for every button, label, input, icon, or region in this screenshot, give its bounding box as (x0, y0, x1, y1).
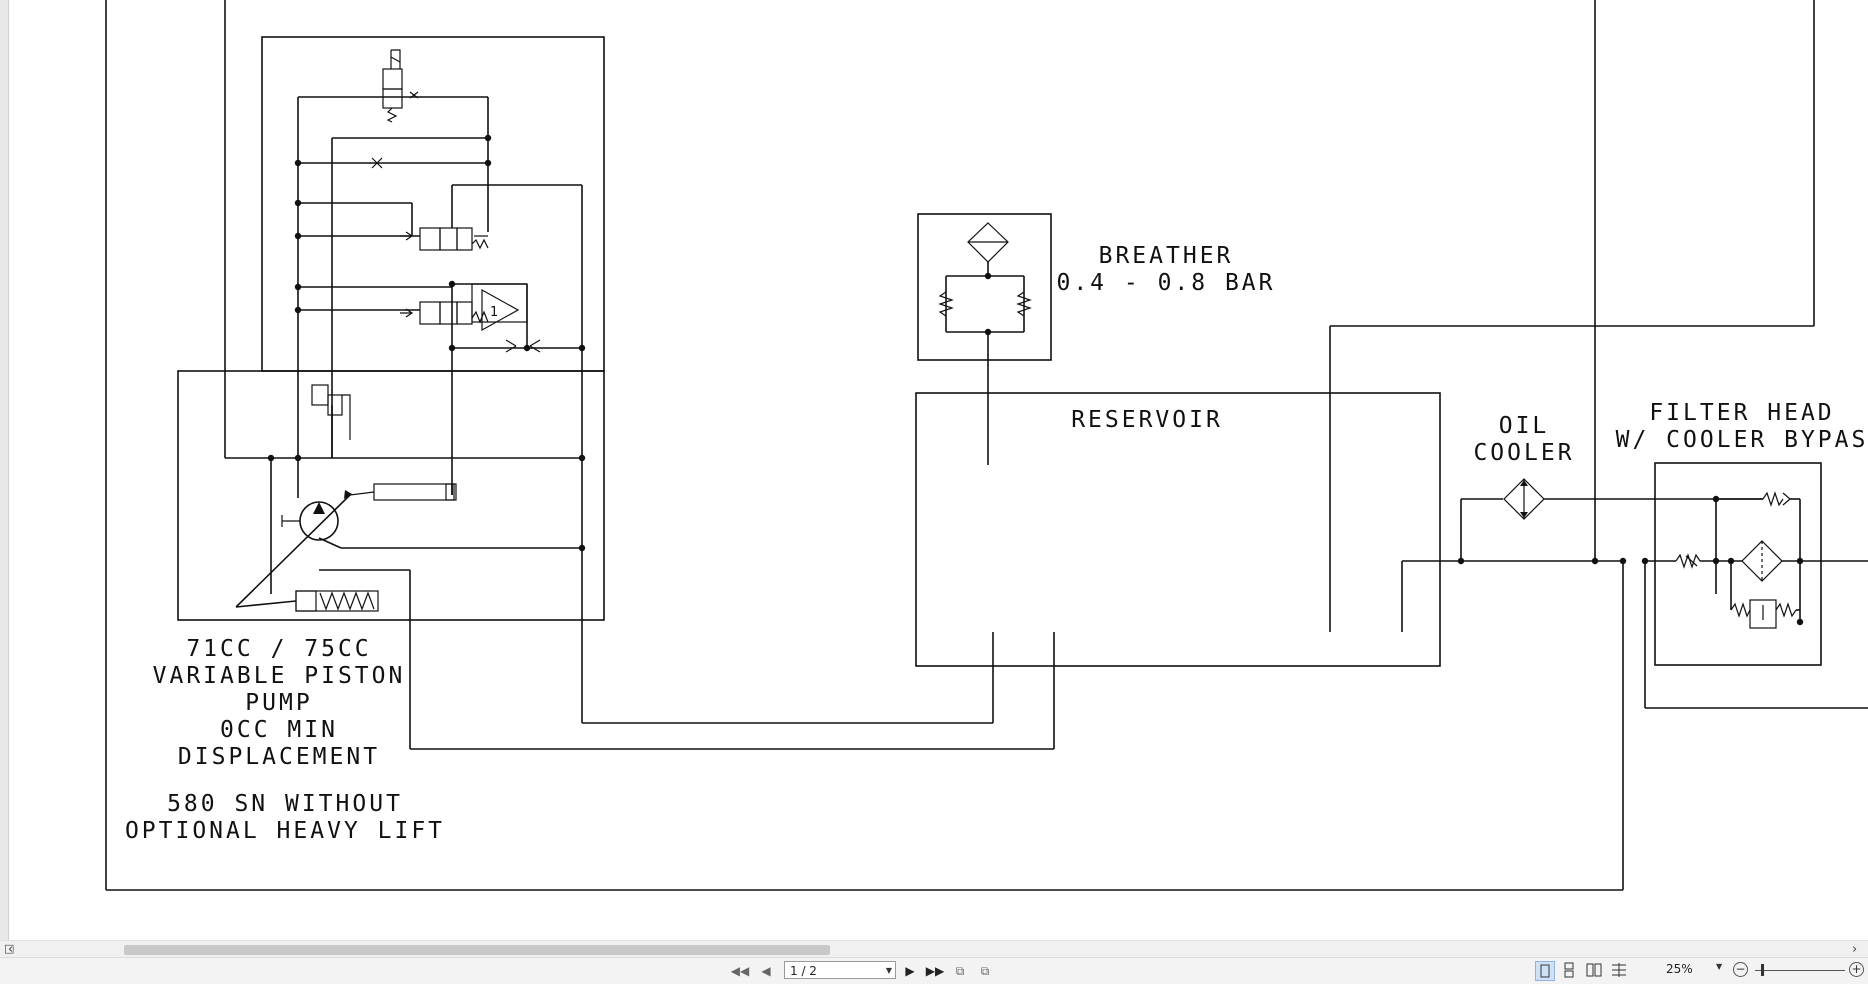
outer-frame-lines (105, 0, 1868, 891)
pump-label-line-2: VARIABLE PISTON (153, 663, 406, 689)
zoom-dropdown-icon[interactable]: ▼ (1716, 962, 1723, 971)
breather-label-line-1: BREATHER (1099, 243, 1234, 269)
facing-view-icon[interactable] (1585, 961, 1605, 981)
pump-label-line-5: DISPLACEMENT (178, 744, 380, 770)
single-page-view-icon[interactable] (1535, 961, 1555, 981)
zoom-in-icon[interactable]: + (1849, 962, 1864, 977)
left-panel-edge[interactable] (0, 0, 9, 940)
first-page-icon[interactable]: ◀◀ (730, 964, 750, 978)
horizontal-scrollbar[interactable]: ‹ □ › (0, 940, 1868, 958)
filter-head-label-line-1: FILTER HEAD (1649, 400, 1834, 426)
valve-marker-text: 1 (490, 305, 498, 320)
pump-block (177, 348, 1055, 750)
model-note: 580 SN WITHOUT OPTIONAL HEAVY LIFT (125, 791, 445, 844)
page-number-input[interactable]: 1 / 2 ▼ (784, 961, 896, 979)
reservoir-label: RESERVOIR (1071, 407, 1223, 433)
oil-cooler-label-line-1: OIL (1499, 413, 1550, 439)
oil-cooler-label-line-2: COOLER (1473, 440, 1574, 466)
pump-control-block: 1 (224, 0, 605, 495)
pump-label-line-3: PUMP (245, 690, 312, 716)
page-number-value: 1 / 2 (790, 964, 817, 978)
prev-page-icon[interactable]: ◀ (761, 964, 771, 978)
previous-view-icon[interactable]: ⧉ (955, 963, 965, 978)
scroll-right-icon[interactable]: › (1852, 942, 1858, 957)
hydraulic-schematic: 1 (105, 0, 1868, 891)
continuous-facing-view-icon[interactable] (1610, 961, 1630, 981)
pump-label: 71CC / 75CC VARIABLE PISTON PUMP 0CC MIN… (153, 636, 406, 770)
breather-label: BREATHER 0.4 - 0.8 BAR (1056, 243, 1275, 296)
zoom-slider-thumb[interactable] (1761, 964, 1764, 976)
model-note-line-1: 580 SN WITHOUT (167, 791, 403, 817)
panel-toggle-icon[interactable]: □ (4, 942, 15, 955)
filter-head-label-line-2: W/ COOLER BYPAS (1616, 427, 1868, 453)
reservoir: RESERVOIR (915, 392, 1623, 667)
scroll-left-icon[interactable]: ‹ (8, 942, 14, 957)
breather-symbol (917, 213, 1052, 465)
next-page-icon[interactable]: ▶ (905, 964, 915, 978)
scroll-thumb[interactable] (124, 945, 830, 955)
pump-label-line-4: 0CC MIN (220, 717, 338, 743)
filter-head: FILTER HEAD W/ COOLER BYPAS (1616, 400, 1868, 666)
last-page-icon[interactable]: ▶▶ (925, 964, 945, 978)
model-note-line-2: OPTIONAL HEAVY LIFT (125, 818, 445, 844)
pump-label-line-1: 71CC / 75CC (186, 636, 371, 662)
breather-label-line-2: 0.4 - 0.8 BAR (1056, 270, 1275, 296)
document-viewport[interactable]: 1 (0, 0, 1868, 940)
zoom-level[interactable]: 25% (1666, 962, 1693, 976)
next-view-icon[interactable]: ⧉ (980, 963, 990, 978)
zoom-slider-track[interactable] (1755, 970, 1845, 971)
status-bar: ◀◀ ◀ 1 / 2 ▼ ▶ ▶▶ ⧉ ⧉ 25% ▼ − + (0, 957, 1868, 984)
continuous-view-icon[interactable] (1560, 961, 1580, 981)
chevron-down-icon[interactable]: ▼ (885, 966, 892, 975)
zoom-out-icon[interactable]: − (1733, 962, 1748, 977)
